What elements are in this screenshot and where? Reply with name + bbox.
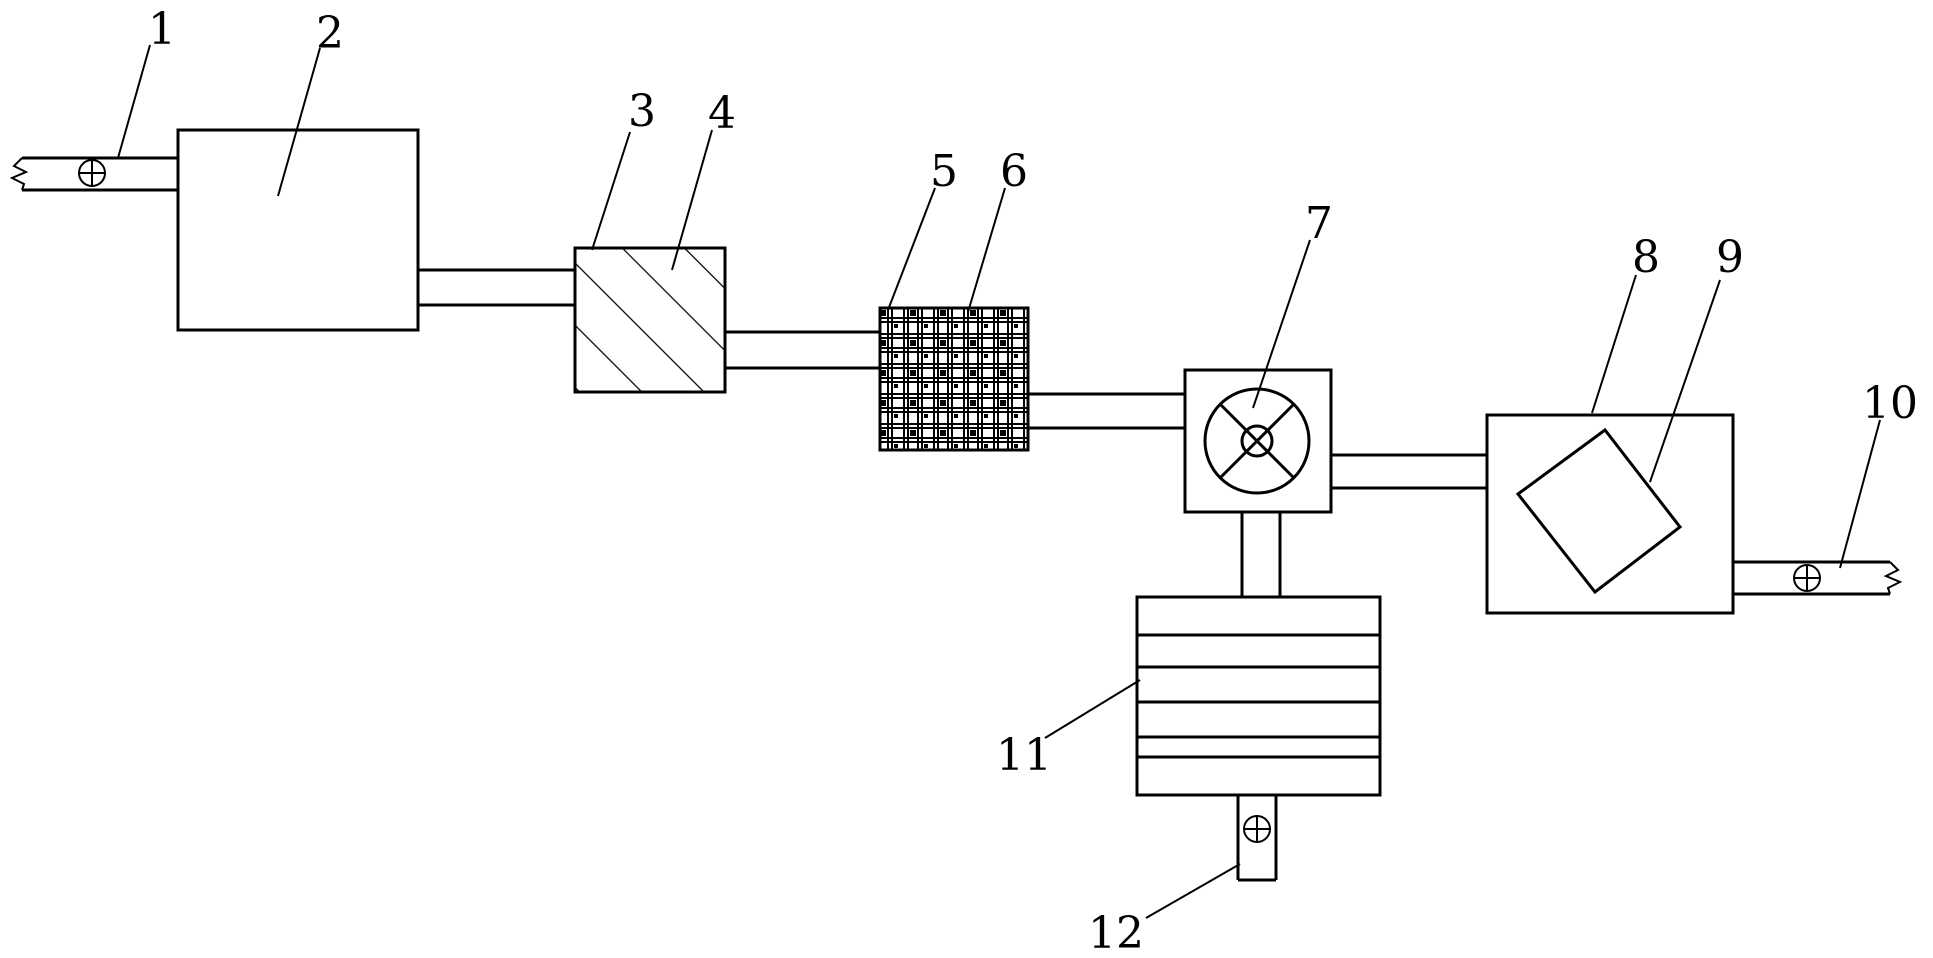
drain-pipe [1236,795,1278,882]
pump-unit [1183,368,1333,514]
inlet-pipe [9,156,178,192]
label-4: 4 [708,88,736,139]
outlet-pipe [1733,560,1903,596]
pipe-5-7 [1028,392,1185,430]
label-11: 11 [996,730,1052,781]
label-3: 3 [628,86,656,137]
leader-lines [117,44,1881,919]
label-1: 1 [148,4,176,55]
pipe-7-11 [1240,512,1282,597]
plate-stack [1135,595,1382,797]
label-7: 7 [1305,198,1333,249]
mesh-filter [878,306,1030,452]
label-10: 10 [1862,378,1918,429]
label-2: 2 [316,8,344,59]
label-9: 9 [1716,232,1744,283]
tank-box [176,128,420,332]
pipe-7-8 [1331,453,1487,490]
label-12: 12 [1088,908,1144,958]
hatched-filter [573,246,727,394]
pipe-2-3 [418,268,575,307]
label-6: 6 [1000,146,1028,197]
label-8: 8 [1632,232,1660,283]
label-5: 5 [930,146,958,197]
label-group: 1 2 3 4 5 6 7 8 9 10 11 12 [148,4,1918,958]
pipe-3-5 [725,330,880,370]
reactor-tank [1485,413,1735,615]
